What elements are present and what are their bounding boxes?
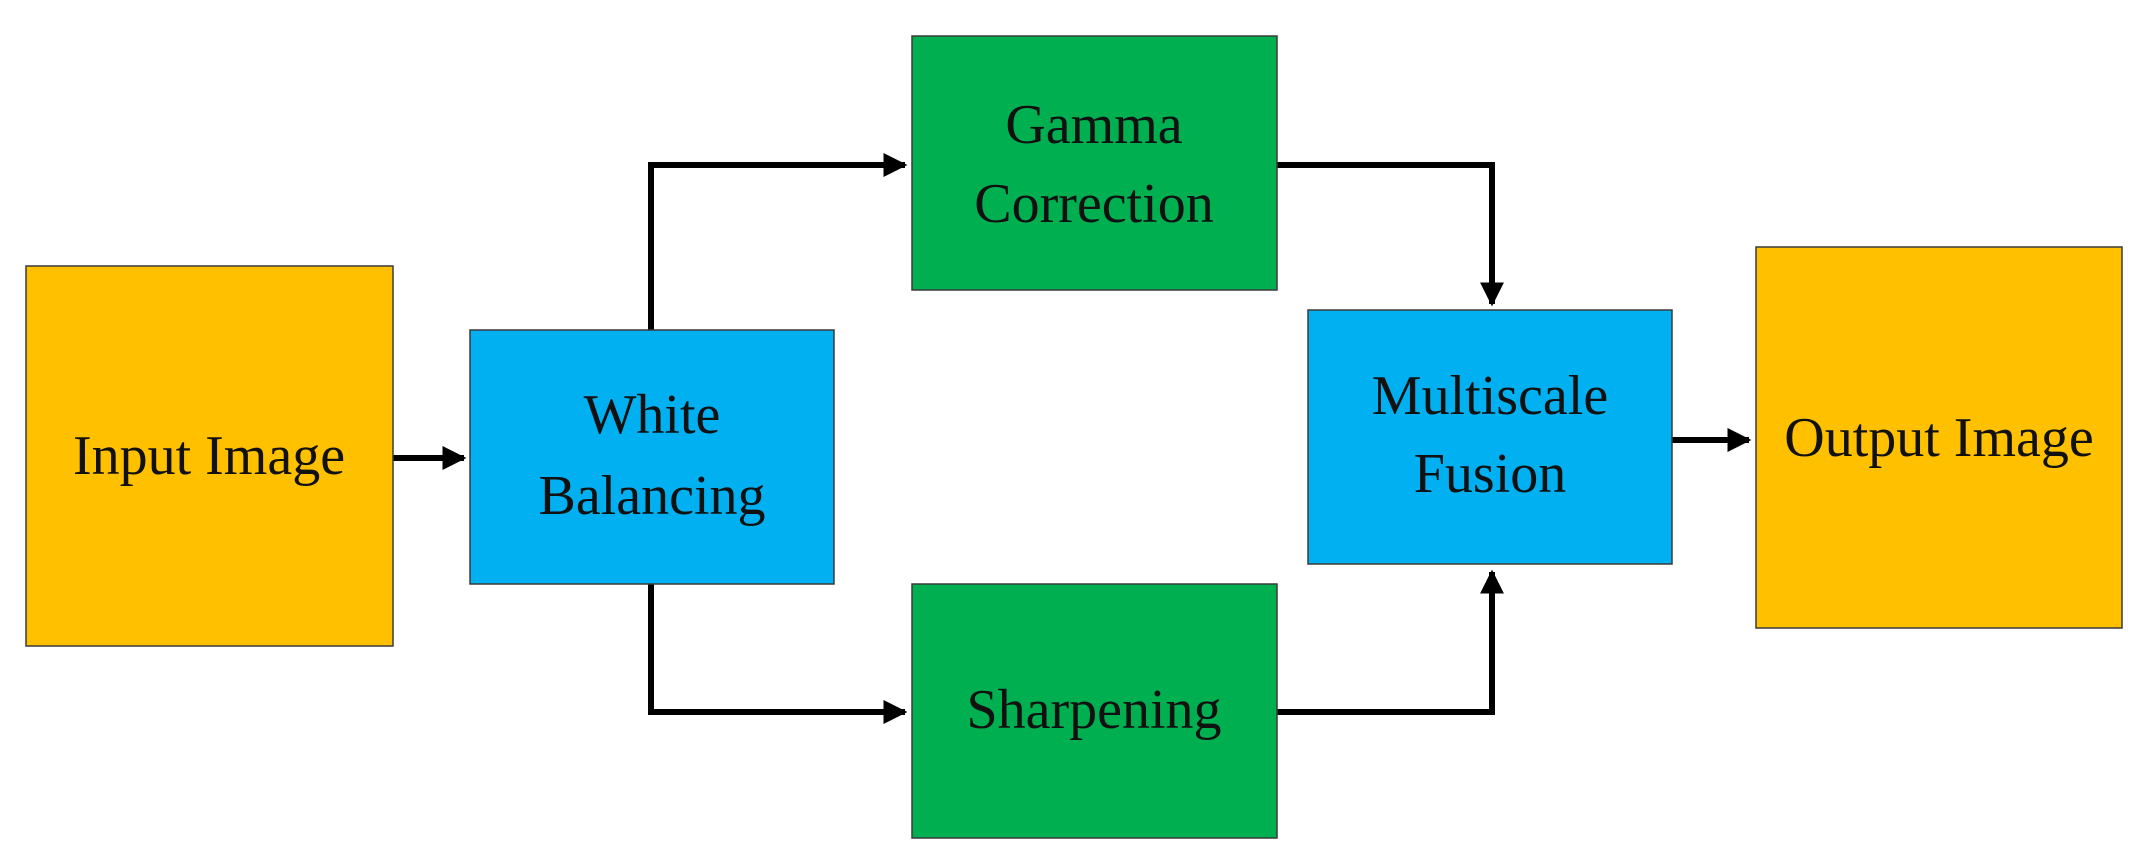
node-multiscale-fusion: Multiscale Fusion [1307,309,1673,565]
node-output-image-label: Output Image [1784,407,2093,469]
node-output-image: Output Image [1755,246,2123,629]
node-input-image-label: Input Image [73,425,345,487]
edge-gamma-correction-to-fusion [1277,162,1504,307]
node-sharpening-label: Sharpening [966,679,1221,741]
node-input-image: Input Image [25,265,394,647]
node-white-balancing-label-line-1: White [584,384,721,446]
node-white-balancing: White Balancing [469,329,835,585]
node-sharpening: Sharpening [911,583,1278,839]
node-white-balancing-label-line-2: Balancing [538,465,765,527]
edge-white-balancing-to-gamma-correction [648,153,908,330]
node-gamma-correction-label-line-1: Gamma [1005,94,1182,156]
node-gamma-correction-label-line-2: Correction [974,173,1213,235]
edge-white-balancing-to-sharpening [648,584,908,724]
edge-sharpening-to-fusion [1277,569,1504,715]
node-gamma-correction: Gamma Correction [911,35,1278,291]
node-multiscale-fusion-label-line-2: Fusion [1414,443,1567,505]
edges [393,153,1752,724]
node-multiscale-fusion-label-line-1: Multiscale [1372,365,1608,427]
